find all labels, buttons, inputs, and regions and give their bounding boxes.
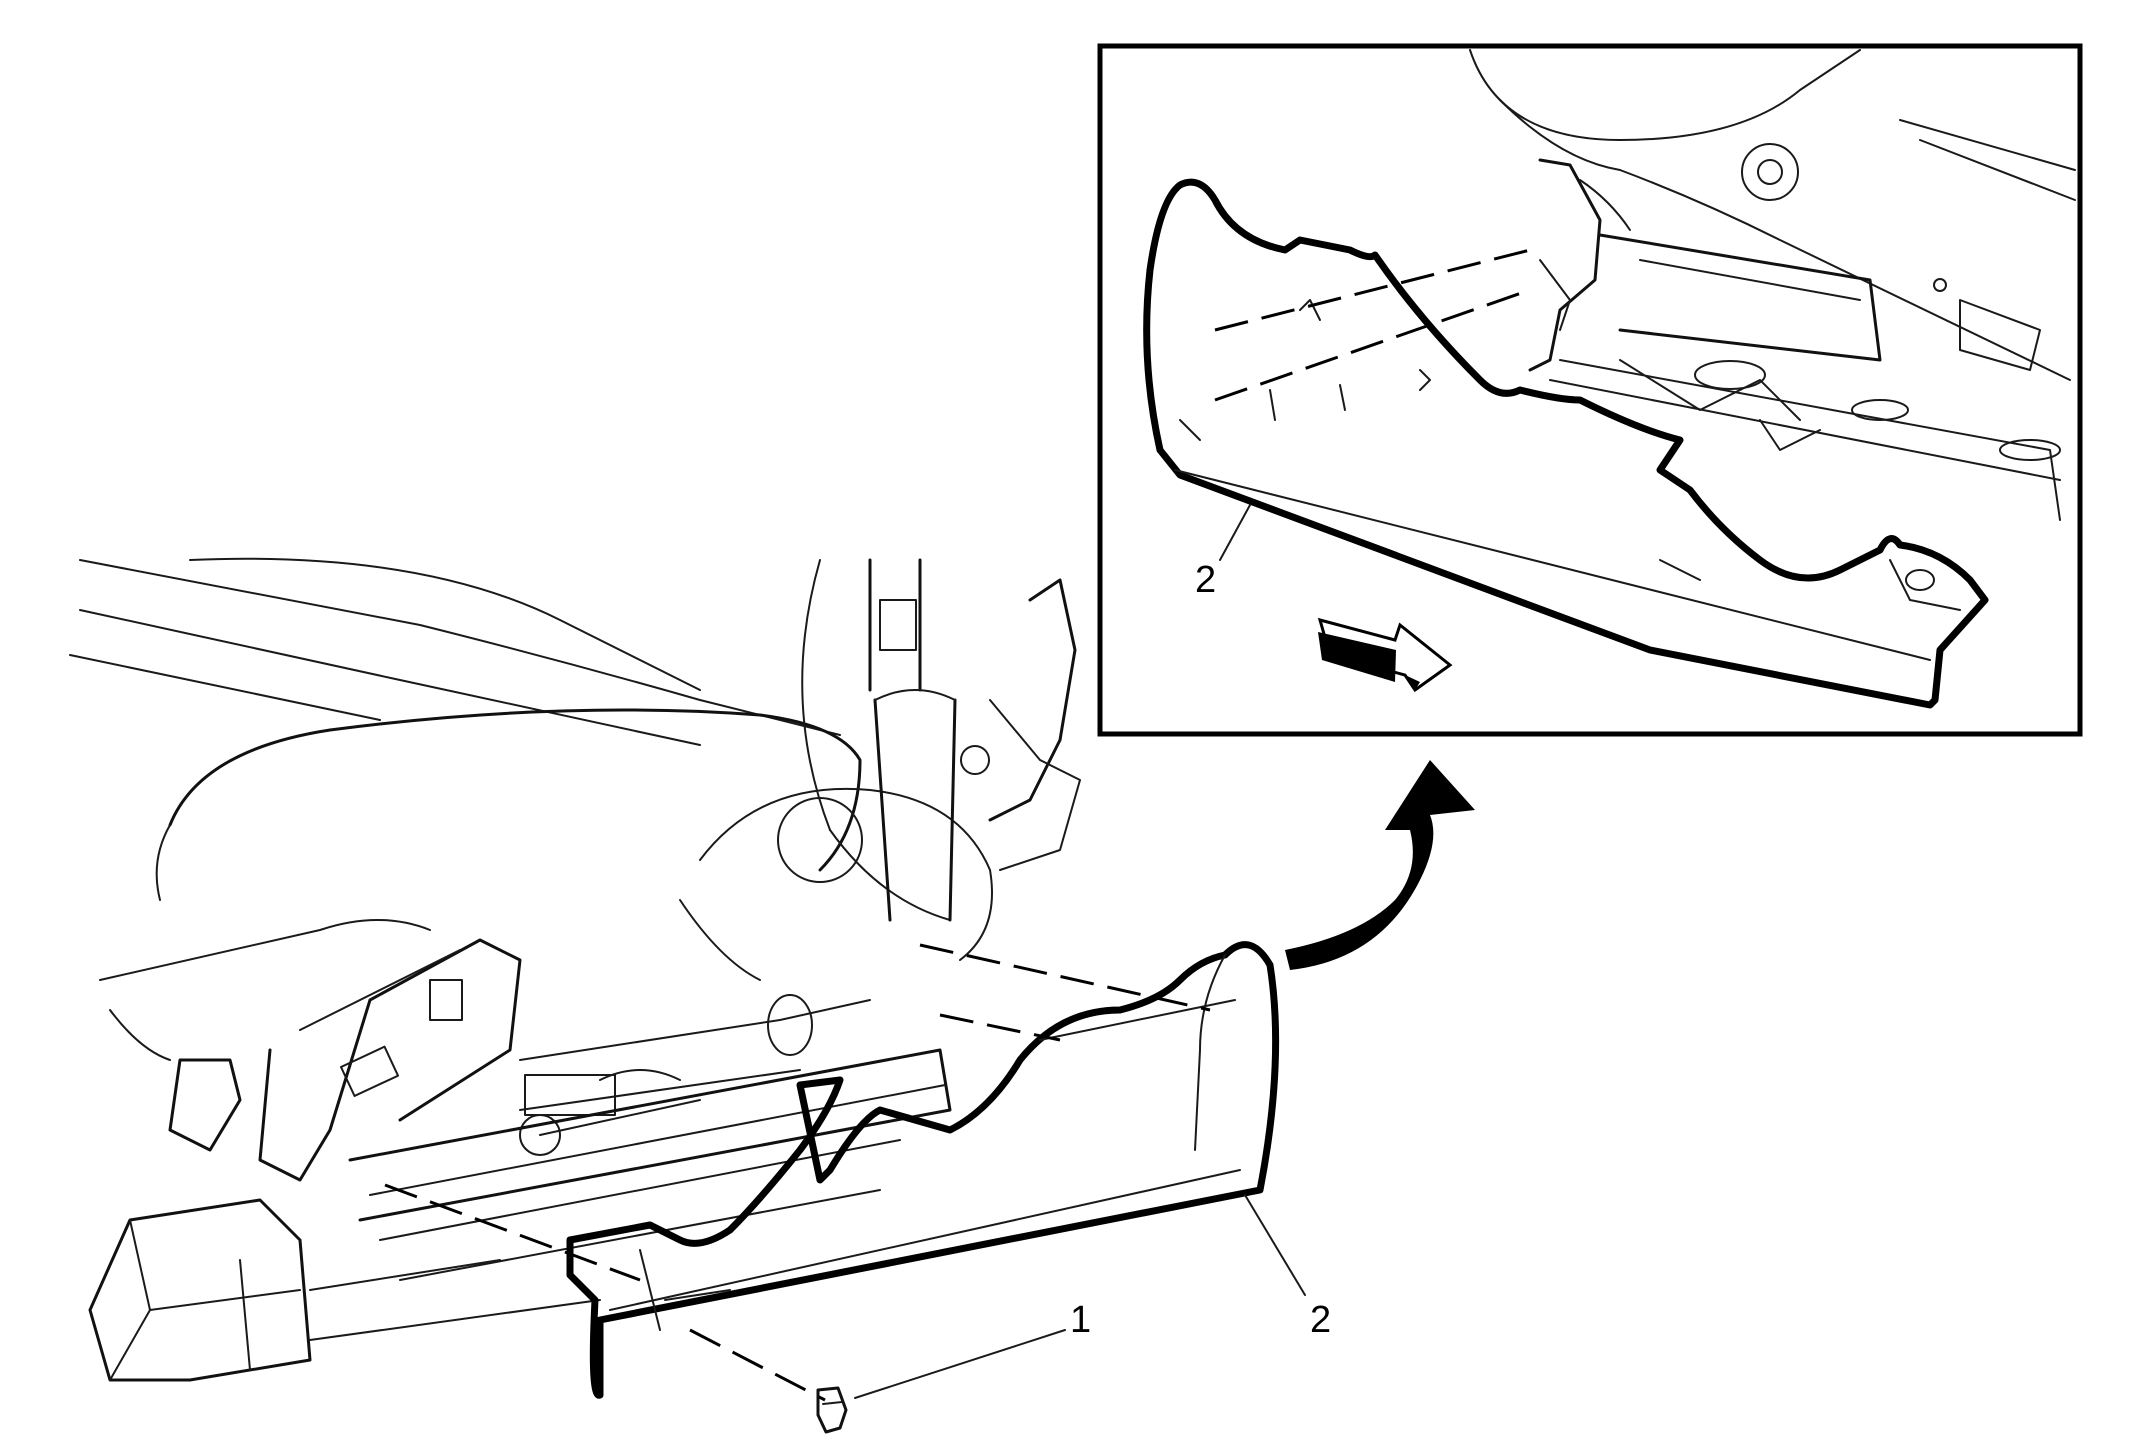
callout-trim-panel: 2 [1310,1299,1331,1341]
alignment-line-middle [939,1013,1061,1042]
detail-inset-content [1143,49,2076,709]
seat-assembly [69,557,1081,1382]
push-pin-fastener [816,1386,848,1434]
inset-trim-panel [1143,178,1989,709]
alignment-line-fastener [689,1328,826,1402]
inset-alignment-line-lower [1214,288,1531,402]
leader-line-fastener [854,1329,1066,1399]
inset-leader-line-trim-panel [1219,504,1251,561]
leader-line-trim-panel [1244,1194,1306,1296]
curved-arrow-icon [1285,760,1475,970]
inset-callout-trim-panel: 2 [1195,559,1216,601]
inset-alignment-line-upper [1214,248,1531,332]
detail-inset-frame [1097,43,2083,737]
callout-fastener: 1 [1070,1299,1091,1341]
seat-outer-trim-panel [566,941,1280,1399]
direction-arrow-icon [1317,617,1453,693]
alignment-line-upper [919,943,1211,1012]
